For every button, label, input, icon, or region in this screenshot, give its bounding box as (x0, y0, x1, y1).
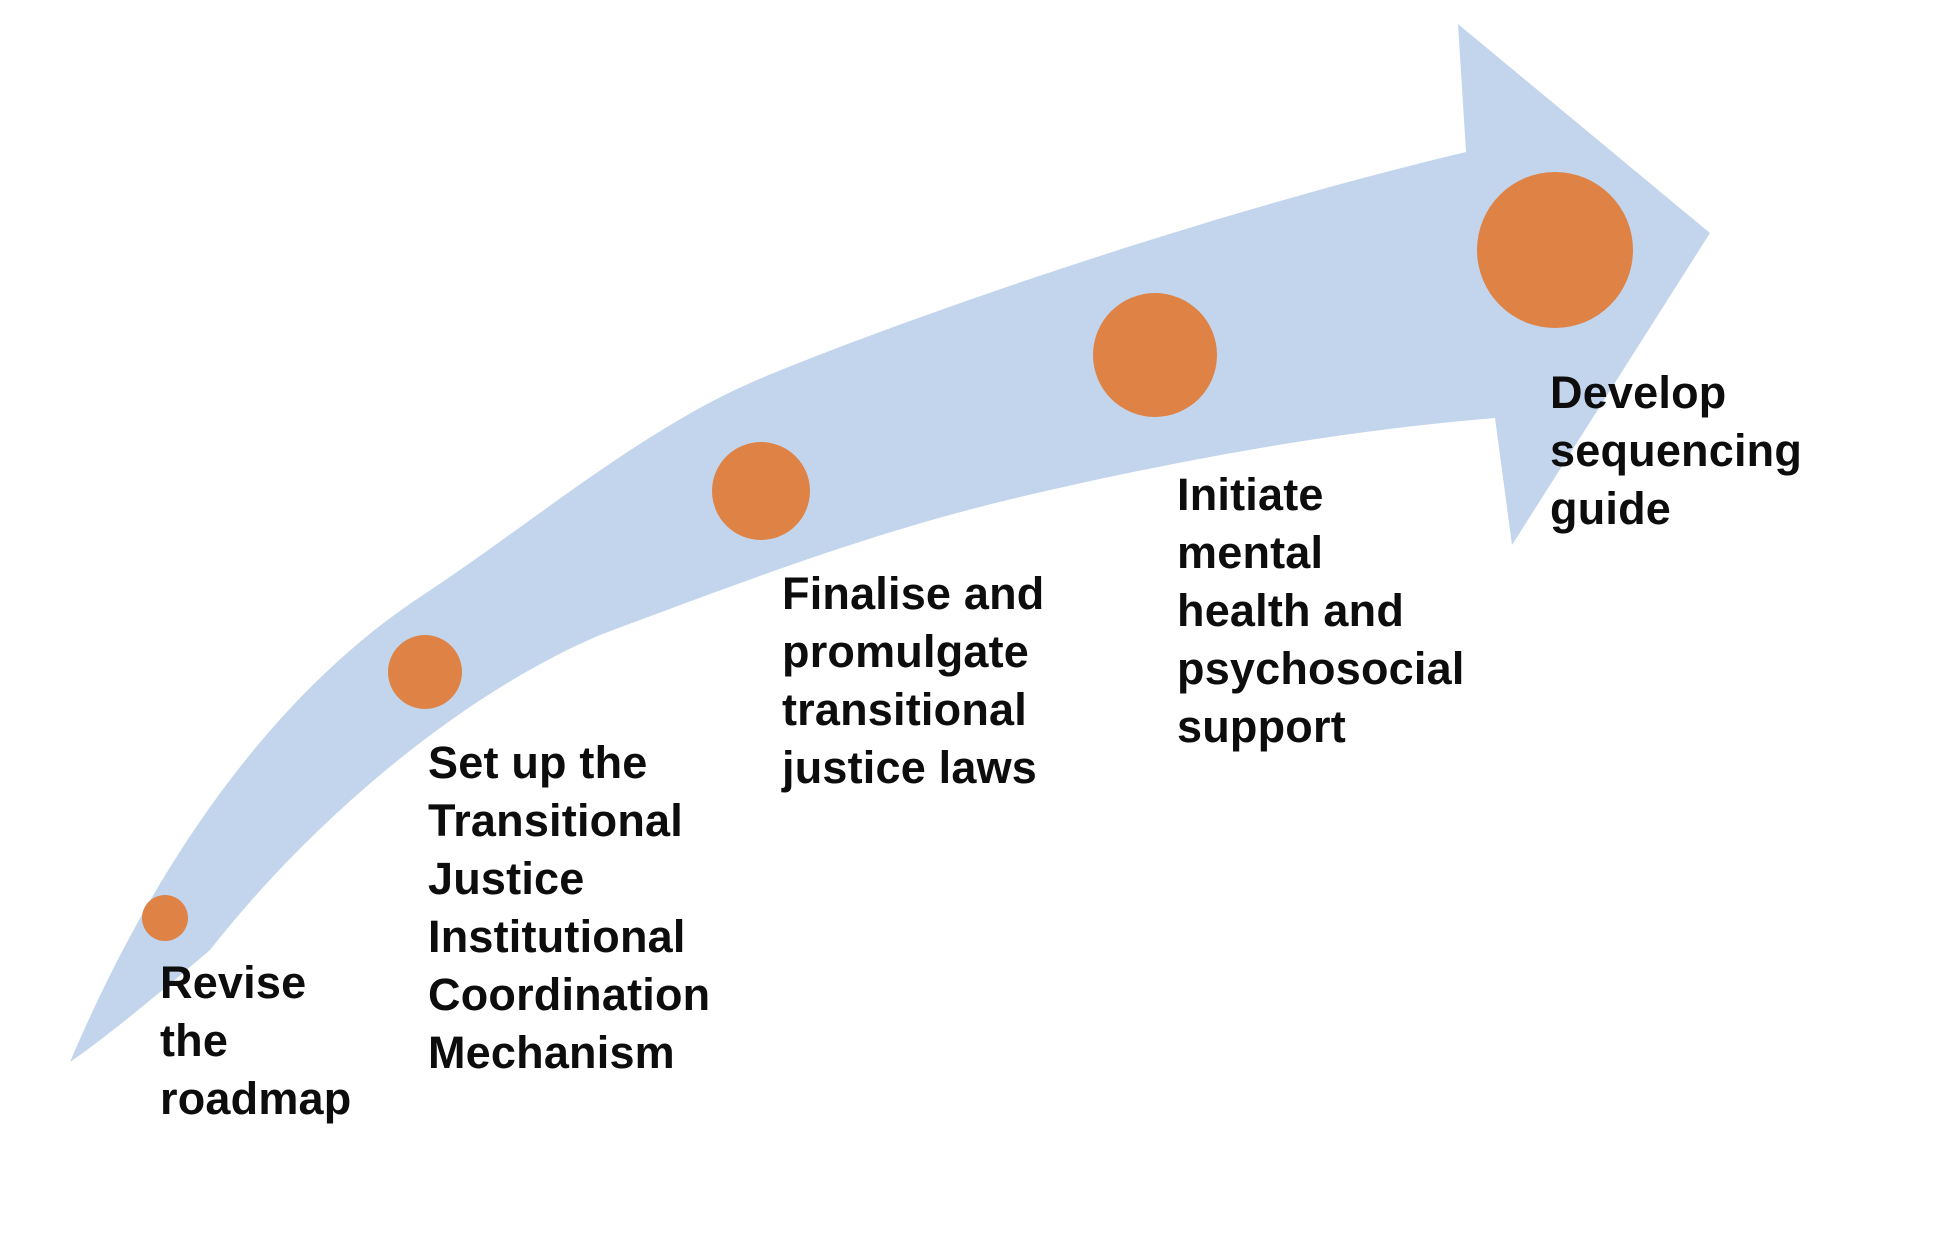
milestone-label-justice-laws: Finalise and promulgate transitional jus… (782, 568, 1045, 793)
milestone-dot-2 (388, 635, 462, 709)
milestone-dot-1 (142, 895, 188, 941)
arrow-body (70, 24, 1710, 1062)
milestone-label-psychosocial-support: Initiate mental health and psychosocial … (1177, 469, 1465, 752)
milestone-dot-5 (1477, 172, 1633, 328)
milestone-label-coordination-mechanism: Set up the Transitional Justice Institut… (428, 737, 711, 1078)
milestone-label-sequencing-guide: Develop sequencing guide (1550, 367, 1803, 534)
milestone-dot-3 (712, 442, 810, 540)
milestone-dot-4 (1093, 293, 1217, 417)
milestone-label-revise-roadmap: Revise the roadmap (160, 957, 352, 1124)
